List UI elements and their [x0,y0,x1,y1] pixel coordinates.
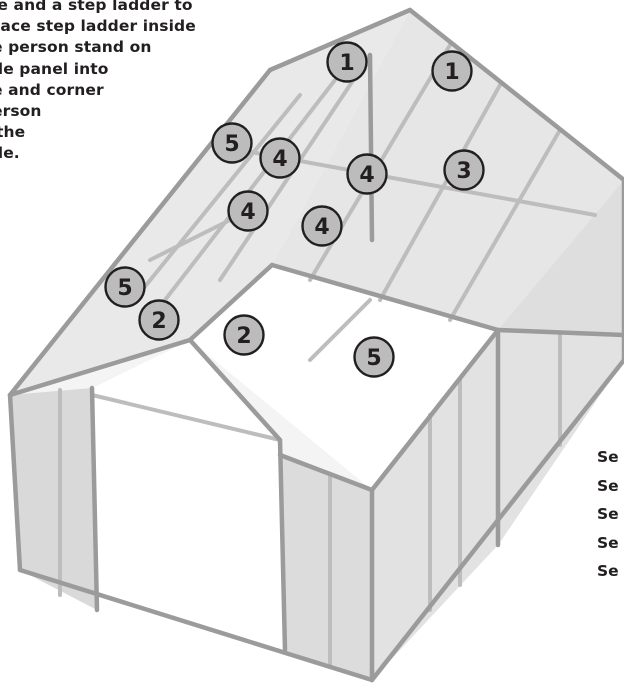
instruction-line: le and a step ladder to [0,0,292,16]
callout-number: 4 [240,200,255,225]
callout-marker: 4 [348,155,387,194]
callout-number: 1 [444,60,459,85]
instruction-line: de. [0,143,292,164]
section-legend: Se Se Se Se Se [597,443,619,586]
ridge-mid-rafter [370,55,372,240]
legend-item: Se [597,557,619,586]
legend-item: Se [597,443,619,472]
callout-marker: 3 [445,151,484,190]
callout-marker: 5 [106,268,145,307]
instruction-line: the [0,122,292,143]
callout-marker: 2 [225,316,264,355]
instruction-line: erson [0,101,292,122]
instruction-line: e and corner [0,80,292,101]
callout-number: 5 [366,346,381,371]
legend-item: Se [597,472,619,501]
callout-number: 2 [151,309,166,334]
callout-number: 3 [456,159,471,184]
callout-marker: 4 [303,207,342,246]
legend-item: Se [597,500,619,529]
callout-marker: 5 [355,338,394,377]
callout-number: 1 [339,51,354,76]
instruction-line: lace step ladder inside [0,16,292,37]
callout-number: 5 [117,276,132,301]
front-left-wall-panel [10,388,97,610]
callout-number: 4 [314,215,329,240]
legend-item: Se [597,529,619,558]
callout-number: 4 [359,163,374,188]
instruction-line: e person stand on [0,37,292,58]
callout-marker: 2 [140,301,179,340]
instruction-line: de panel into [0,59,292,80]
callout-marker: 1 [433,52,472,91]
callout-number: 2 [236,324,251,349]
front-right-wall-panel [280,455,372,680]
callout-marker: 4 [229,192,268,231]
callout-marker: 1 [328,43,367,82]
instruction-text: le and a step ladder to lace step ladder… [0,0,292,165]
